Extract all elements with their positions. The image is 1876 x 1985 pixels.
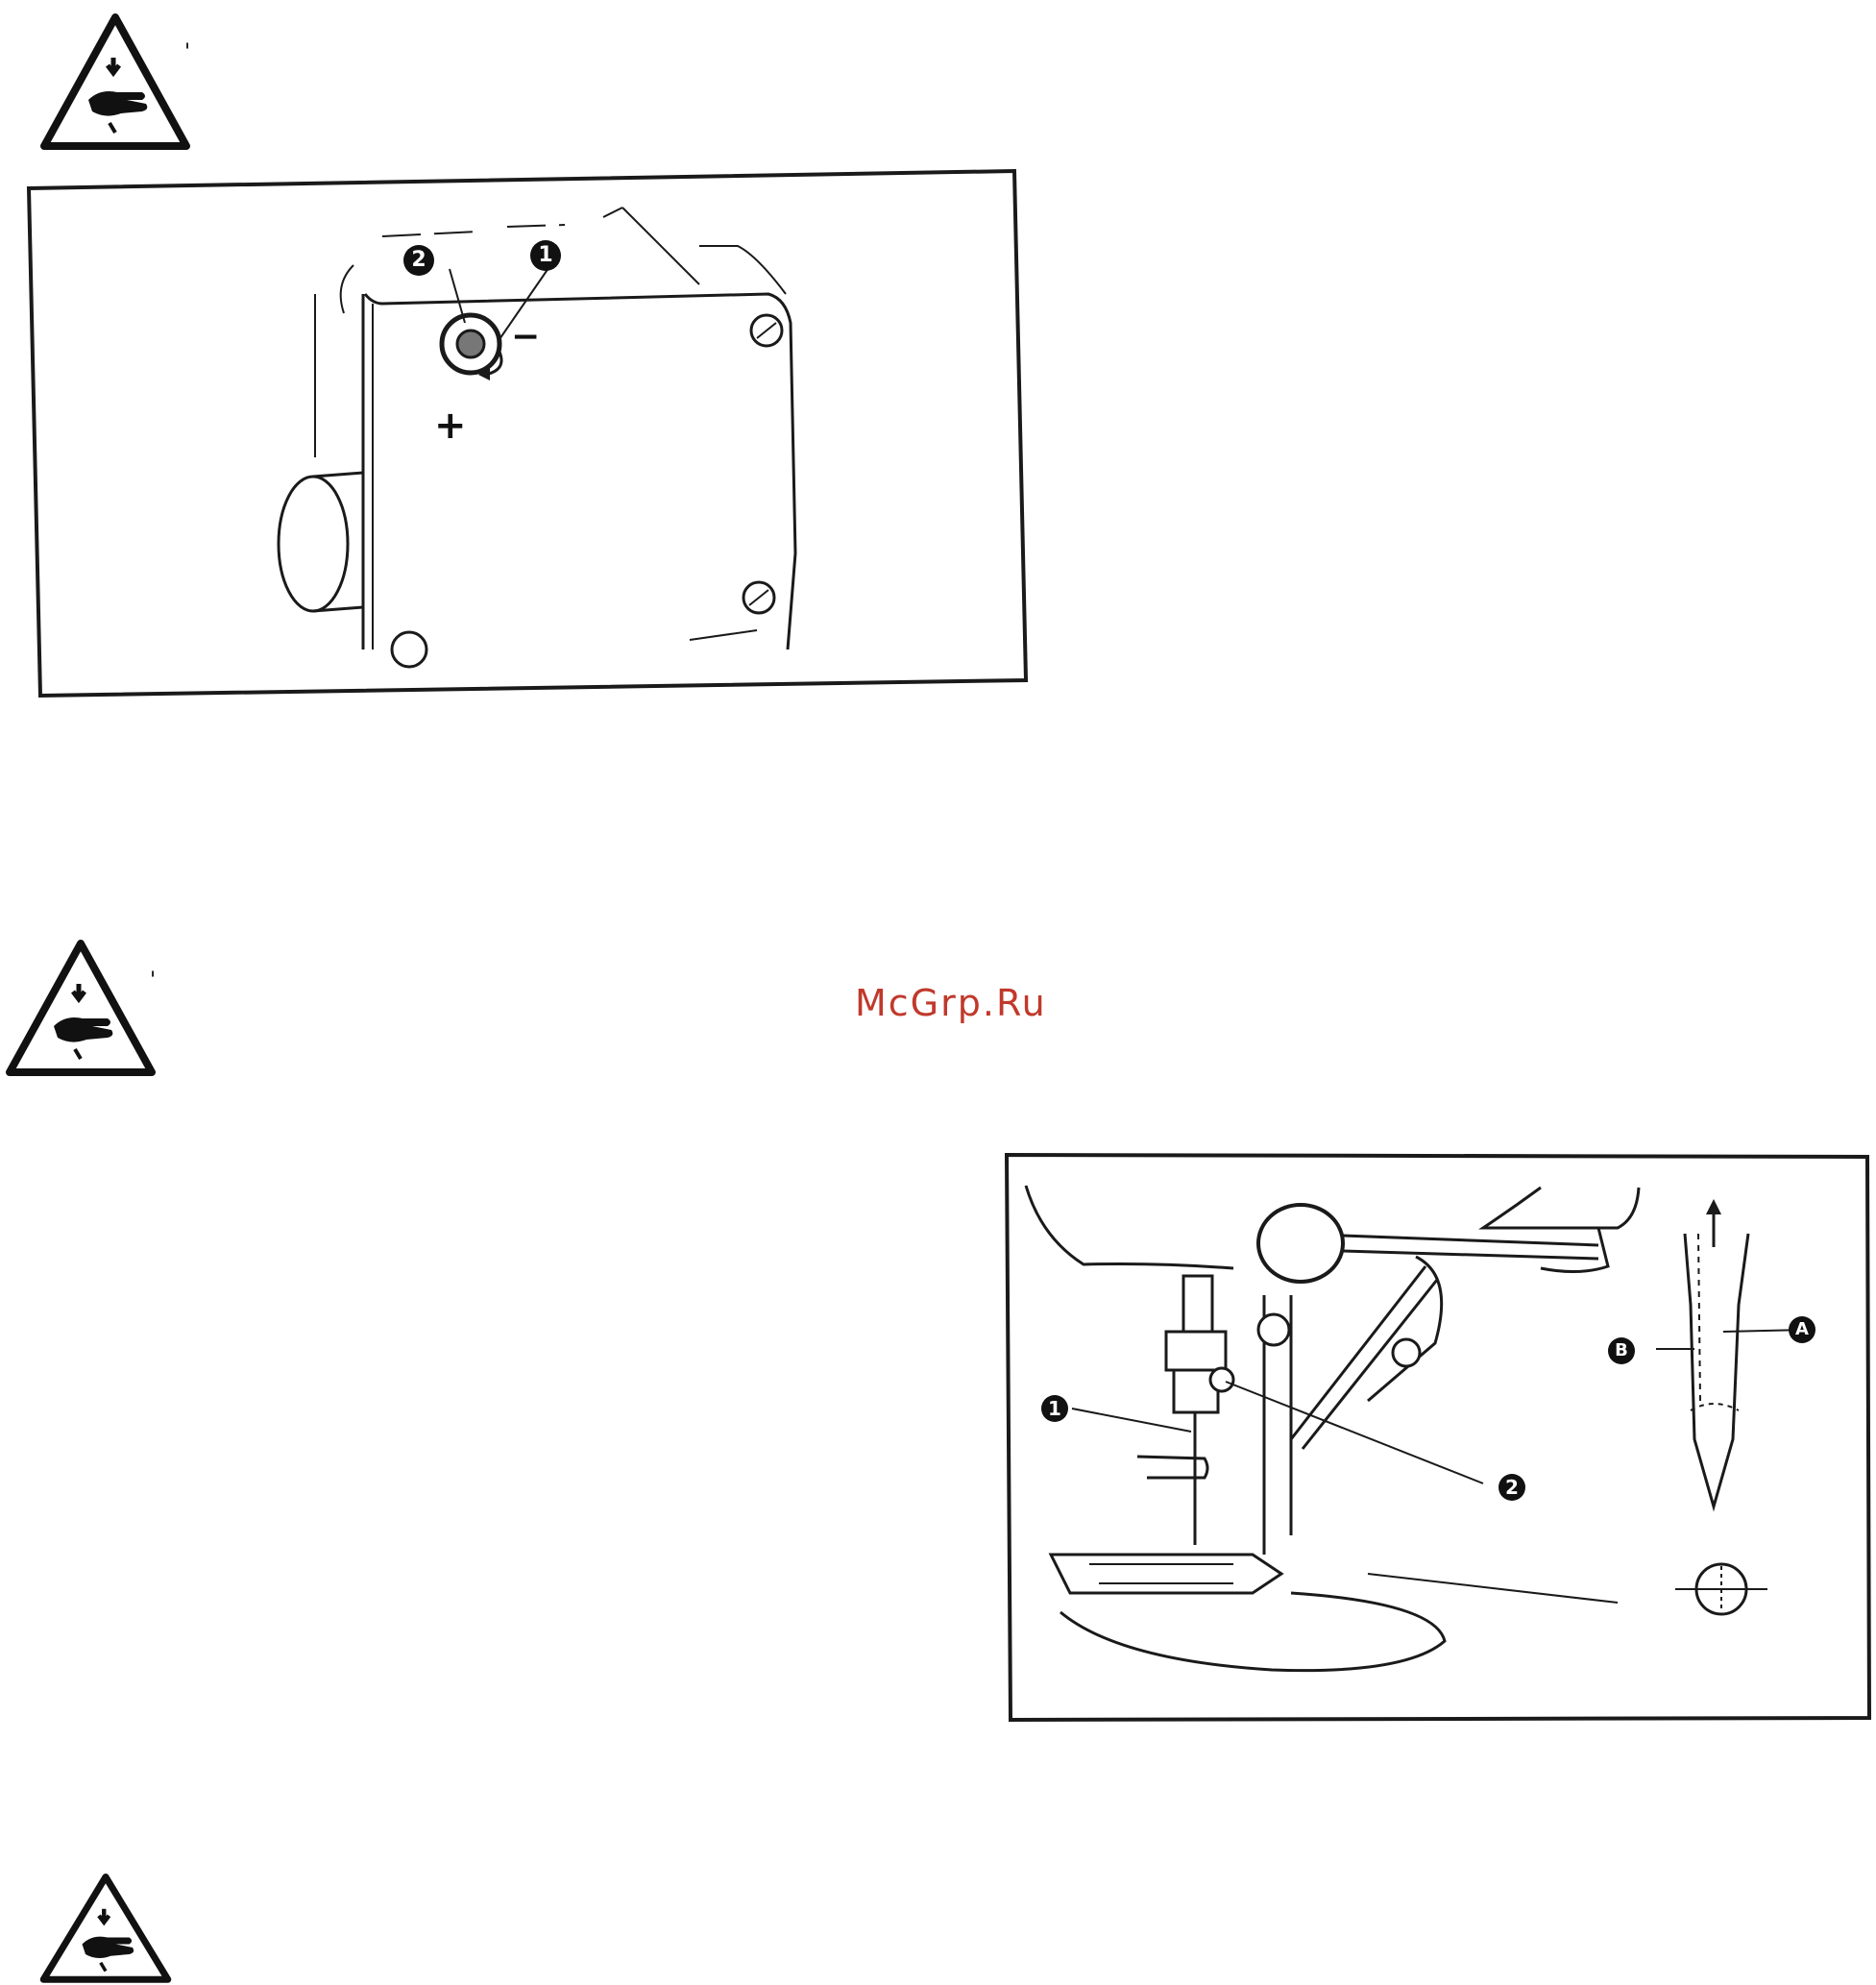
callout-a: A <box>1789 1316 1815 1343</box>
plus-sign: + <box>434 404 467 448</box>
figure-needle-install <box>1003 1151 1873 1724</box>
figure-tension-adjust <box>27 169 1032 699</box>
callout-2: 2 <box>403 245 434 276</box>
minus-sign: − <box>511 317 540 356</box>
warning-mark: ' <box>184 40 190 64</box>
watermark: McGrp.Ru <box>855 982 1047 1024</box>
hand-caution-icon <box>38 1872 173 1983</box>
callout-1: 1 <box>530 240 561 271</box>
callout-2: 2 <box>1498 1474 1525 1501</box>
callout-1: 1 <box>1041 1395 1068 1422</box>
hand-caution-icon <box>4 938 158 1077</box>
hand-caution-icon <box>38 12 192 151</box>
callout-b: B <box>1608 1337 1635 1364</box>
warning-mark: ' <box>150 968 156 992</box>
